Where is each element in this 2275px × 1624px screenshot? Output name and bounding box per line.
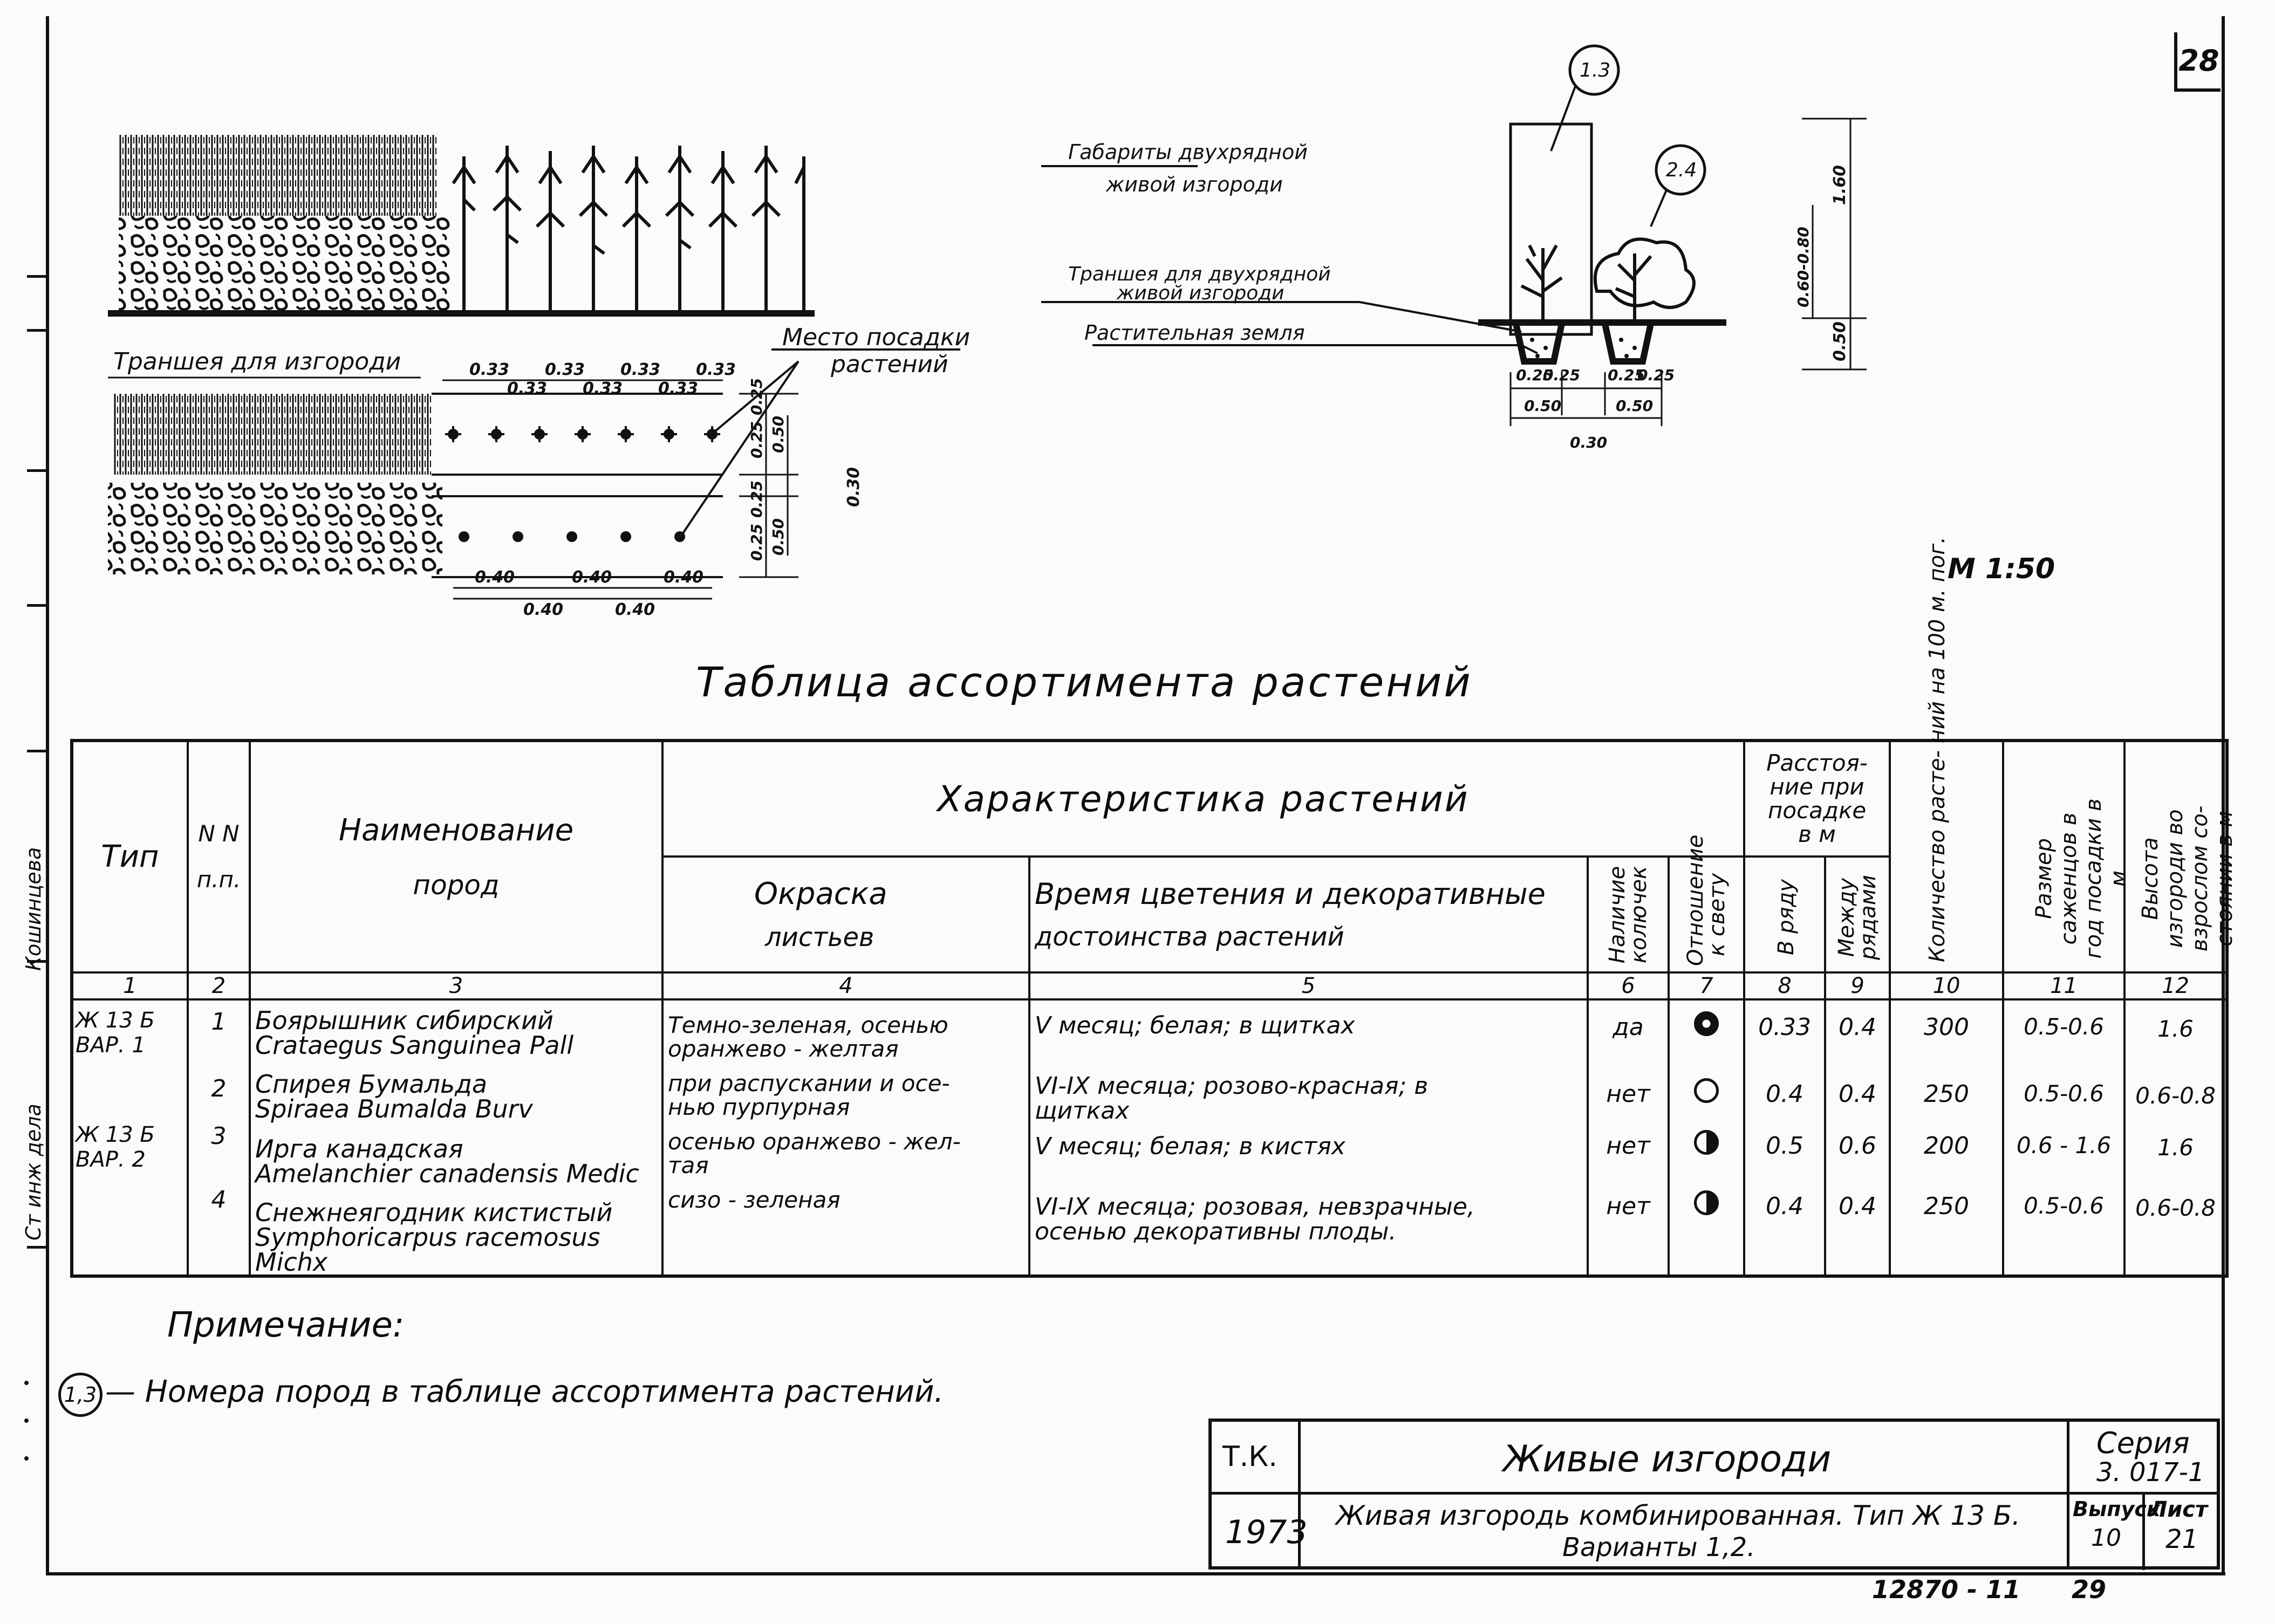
svg-text:0.50: 0.50 — [1524, 397, 1561, 415]
subtitle-1: Живая изгородь комбинированная. Тип Ж 13… — [1336, 1500, 2021, 1531]
svg-text:0.25: 0.25 — [1637, 366, 1675, 384]
thorns-cell: да нет нет нет — [1587, 998, 1670, 1277]
label-gabarity-2: живой изгороди — [1105, 173, 1283, 196]
note-text: — Номера пород в таблице ассортимента ра… — [105, 1374, 944, 1409]
year-label: 1973 — [1225, 1513, 1308, 1551]
plant-assortment-table: Тип N N п.п. Наименование пород Характер… — [70, 537, 2237, 1278]
svg-text:0.50: 0.50 — [769, 416, 787, 453]
header-count: Количество расте- ний на 100 м. пог. — [1889, 537, 2005, 974]
types-cell: Ж 13 Б ВАР. 1 Ж 13 Б ВАР. 2 — [71, 998, 189, 1277]
subtitle-2: Варианты 1,2. — [1562, 1532, 1755, 1563]
svg-text:0.25: 0.25 — [1516, 366, 1553, 384]
header-characteristics: Характеристика растений — [661, 739, 1746, 858]
header-distance: Расстоя- ние при посадке в м — [1743, 739, 1891, 858]
svg-text:0.33: 0.33 — [469, 360, 509, 379]
svg-text:0.25: 0.25 — [1608, 366, 1645, 384]
callout-1-3: 1.3 — [1580, 59, 1610, 81]
svg-text:0.33: 0.33 — [583, 379, 623, 398]
series-label: Серия — [2096, 1426, 2190, 1460]
sheet-value: 21 — [2165, 1524, 2199, 1554]
half-shade-icon — [1694, 1130, 1719, 1155]
planting-label-1: Место посадки — [782, 324, 970, 351]
page-number: 28 — [2178, 43, 2219, 78]
svg-text:0.25: 0.25 — [748, 378, 766, 415]
margin-name-top: Кошинцева — [22, 847, 45, 971]
scale-label: М 1:50 — [1948, 553, 2055, 585]
svg-text:0.30: 0.30 — [844, 467, 863, 507]
hedge-plan-drawing: Траншея для изгороди Место посадки расте… — [108, 135, 970, 619]
numbers-cell: 1 2 3 4 — [187, 998, 251, 1277]
table-body-row: Ж 13 Б ВАР. 1 Ж 13 Б ВАР. 2 1 2 3 4 Бояр… — [71, 998, 2229, 1277]
label-gabarity-1: Габариты двухрядной — [1068, 140, 1308, 164]
half-shade-icon — [1694, 1190, 1719, 1215]
label-trench-1: Траншея для двухрядной — [1068, 263, 1331, 285]
svg-text:0.25: 0.25 — [748, 524, 766, 561]
bloom-cell: V месяц; белая; в щитках VI-IX месяца; р… — [1028, 998, 1589, 1277]
svg-text:0.33: 0.33 — [696, 360, 736, 379]
header-between-rows: Между рядами — [1824, 855, 1891, 974]
svg-text:0.40: 0.40 — [615, 600, 655, 619]
svg-text:0.33: 0.33 — [507, 379, 547, 398]
header-light: Отношение к свету — [1667, 835, 1746, 974]
light-loving-icon — [1694, 1078, 1719, 1103]
margin-name-bottom: Ст инж дела — [22, 1104, 45, 1241]
svg-text:0.40: 0.40 — [572, 568, 612, 587]
svg-text:0.33: 0.33 — [658, 379, 698, 398]
size-cell: 0.5-0.6 0.5-0.6 0.6 - 1.6 0.5-0.6 — [2002, 998, 2126, 1277]
header-thorns: Наличие колючек — [1587, 855, 1670, 974]
count-cell: 300 250 200 250 — [1889, 998, 2005, 1277]
series-value: 3. 017-1 — [2096, 1457, 2205, 1488]
header-height: Высота изгороди во взрослом со- стоянии … — [2123, 739, 2237, 974]
issue-label: Выпуск — [2073, 1497, 2161, 1521]
svg-text:0.30: 0.30 — [1570, 434, 1607, 451]
header-bloom: Время цветения и декоративные достоинств… — [1028, 855, 1589, 974]
label-soil: Растительная земля — [1084, 321, 1305, 345]
svg-text:0.50: 0.50 — [1830, 321, 1849, 361]
header-name: Наименование пород — [249, 739, 664, 974]
issue-value: 10 — [2091, 1524, 2121, 1552]
svg-text:0.25: 0.25 — [748, 421, 766, 458]
shade-tolerant-icon — [1694, 1011, 1719, 1036]
in-row-cell: 0.33 0.4 0.5 0.4 — [1743, 998, 1827, 1277]
svg-text:0.50: 0.50 — [1616, 397, 1653, 415]
bottom-page: 29 — [2072, 1575, 2107, 1604]
svg-text:0.25: 0.25 — [1543, 366, 1580, 384]
between-rows-cell: 0.4 0.4 0.6 0.4 — [1824, 998, 1891, 1277]
bottom-code: 12870 - 11 — [1872, 1575, 2021, 1604]
svg-text:0.40: 0.40 — [664, 568, 703, 587]
note-marker: 1,3 — [58, 1373, 103, 1417]
title-block: Т.К. 1973 Живые изгороди Живая изгородь … — [1208, 1419, 2220, 1570]
header-size: Размер саженцов в год посадки в м — [2002, 739, 2131, 974]
header-leaf-color: Окраска листьев — [661, 855, 1030, 974]
page-number-box: 28 — [2174, 32, 2221, 92]
sheet-label: Лист — [2149, 1497, 2208, 1522]
header-type: Тип — [71, 739, 189, 974]
height-cell: 1.6 0.6-0.8 1.6 0.6-0.8 — [2123, 998, 2229, 1277]
callout-2-4: 2.4 — [1666, 159, 1697, 181]
light-cell — [1667, 998, 1746, 1277]
svg-text:0.33: 0.33 — [545, 360, 585, 379]
svg-text:0.33: 0.33 — [620, 360, 660, 379]
header-in-row: В ряду — [1743, 855, 1827, 974]
main-title: Живые изгороди — [1503, 1438, 1832, 1481]
note-title: Примечание: — [167, 1305, 405, 1345]
svg-text:1.60: 1.60 — [1830, 165, 1849, 205]
label-trench-2: живой изгороди — [1116, 282, 1285, 304]
svg-text:0.50: 0.50 — [769, 518, 787, 556]
svg-text:0.60-0.80: 0.60-0.80 — [1794, 227, 1812, 307]
hedge-section-drawing: 1.3 2.4 0.25 0.25 0.25 0.25 0.50 0.50 0.… — [1041, 44, 1867, 451]
header-nn: N N п.п. — [187, 739, 251, 974]
planting-label-2: растений — [830, 351, 948, 378]
table-title: Таблица ассортимента растений — [696, 658, 1473, 706]
svg-text:0.25: 0.25 — [748, 481, 766, 518]
svg-text:0.40: 0.40 — [523, 600, 563, 619]
svg-text:0.40: 0.40 — [475, 568, 515, 587]
trench-label: Траншея для изгороди — [113, 348, 401, 375]
tk-label: Т.К. — [1222, 1441, 1277, 1473]
